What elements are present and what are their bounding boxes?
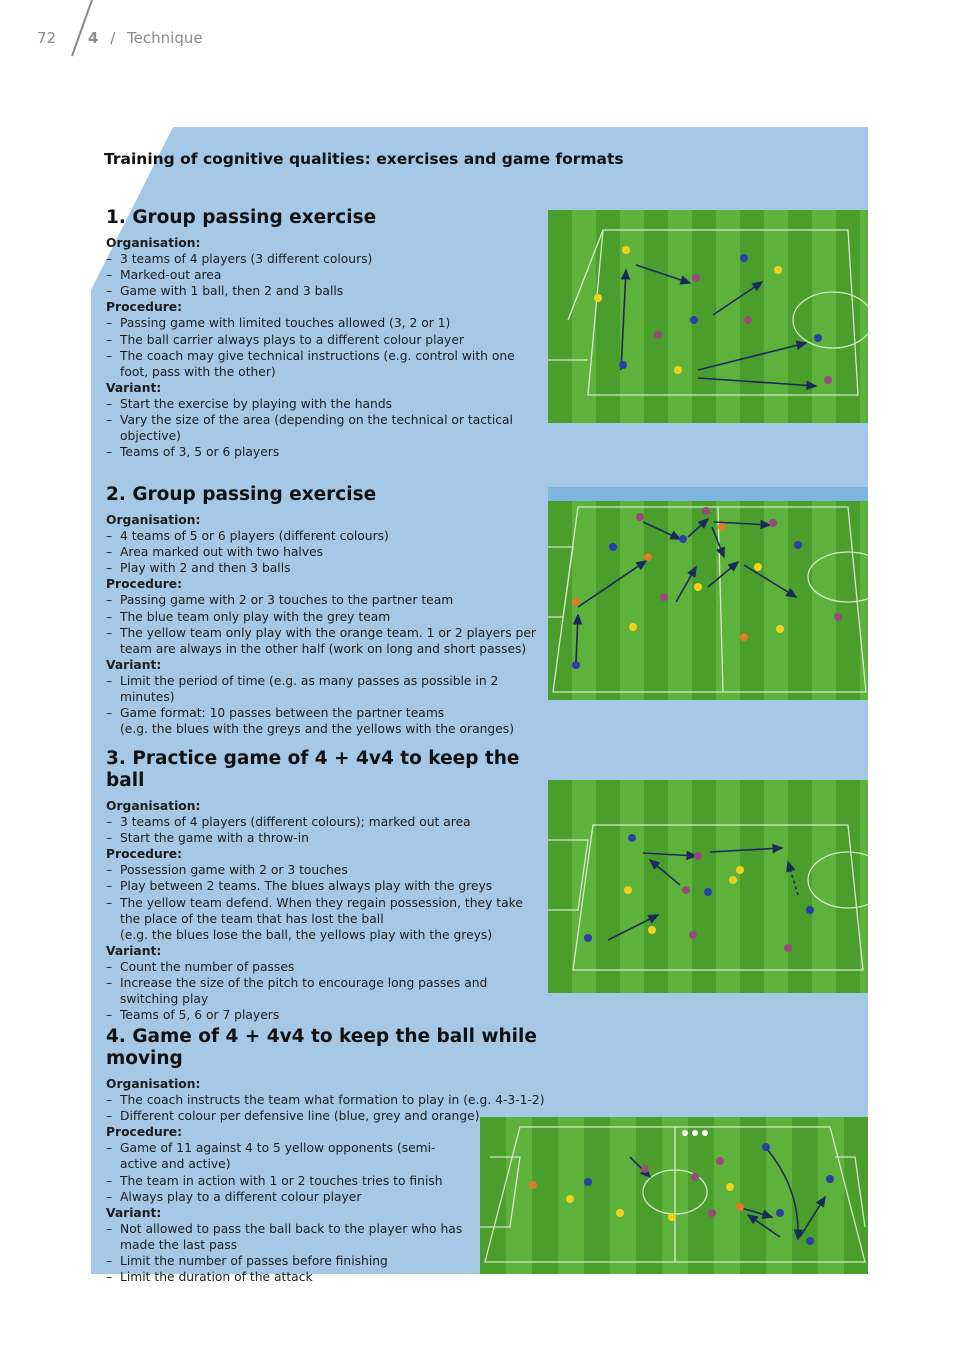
page-header: 72 4 / Technique <box>0 0 959 60</box>
list-item: –The ball carrier always plays to a diff… <box>106 332 464 347</box>
list-item: –Limit the duration of the attack <box>106 1270 313 1285</box>
list-item: –Start the exercise by playing with the … <box>106 396 393 411</box>
chapter-number: 4 <box>88 29 99 47</box>
players <box>594 246 832 384</box>
list-item: –3 teams of 4 players (3 different colou… <box>106 252 373 267</box>
list-item: –Game with 1 ball, then 2 and 3 balls <box>106 284 344 299</box>
group-label: Organisation: <box>106 1077 201 1091</box>
chapter-heading: 4 / Technique <box>88 29 203 47</box>
list-item: (e.g. the blues with the greys and the y… <box>120 722 514 737</box>
section-2: 2. Group passing exercise Organisation: … <box>106 484 546 737</box>
chapter-separator: / <box>110 29 116 47</box>
list-item: –Marked-out area <box>106 268 222 283</box>
group-label: Variant: <box>106 380 162 395</box>
group-label: Procedure: <box>106 577 183 592</box>
pitch-diagram-2 <box>548 487 868 700</box>
group-label: Organisation: <box>106 799 201 813</box>
section-title: 2. Group passing exercise <box>106 484 377 505</box>
list-item: –Start the game with a throw-in <box>106 831 309 846</box>
list-item: –4 teams of 5 or 6 players (different co… <box>106 529 389 544</box>
list-item: –Limit the number of passes before finis… <box>106 1254 388 1269</box>
group-label: Procedure: <box>106 1125 183 1140</box>
list-item: –Limit the period of time (e.g. as many … <box>106 673 499 705</box>
section-body: Organisation: –The coach instructs the t… <box>106 1076 546 1285</box>
group-label: Variant: <box>106 657 162 672</box>
group-label: Procedure: <box>106 300 183 315</box>
section-title: 1. Group passing exercise <box>106 207 377 228</box>
list-item: (e.g. the blues lose the ball, the yello… <box>120 927 493 942</box>
list-item: –Game format: 10 passes between the part… <box>106 706 445 721</box>
section-3: 3. Practice game of 4 + 4v4 to keep the … <box>106 748 546 1023</box>
section-title: 4. Game of 4 + 4v4 to keep the ball whil… <box>106 1026 537 1069</box>
list-item: –The coach instructs the team what forma… <box>106 1093 545 1108</box>
list-item: –Teams of 5, 6 or 7 players <box>106 1008 280 1023</box>
list-item: –The yellow team defend. When they regai… <box>106 895 523 926</box>
list-item: –Count the number of passes <box>106 959 295 974</box>
main-title: Training of cognitive qualities: exercis… <box>104 150 624 168</box>
list-item: –3 teams of 4 players (different colours… <box>106 815 471 830</box>
section-1: 1. Group passing exercise Organisation: … <box>106 207 546 460</box>
list-item: –The blue team only play with the grey t… <box>106 609 391 624</box>
header-slash-graphic <box>71 0 93 57</box>
list-item: –Passing game with 2 or 3 touches to the… <box>106 593 454 608</box>
list-item: –Increase the size of the pitch to encou… <box>106 976 488 1007</box>
group-label: Variant: <box>106 943 162 958</box>
list-item: –Play between 2 teams. The blues always … <box>106 879 493 894</box>
group-label: Organisation: <box>106 236 201 250</box>
list-item: –The coach may give technical instructio… <box>106 348 515 379</box>
pitch-diagram-1 <box>548 210 868 423</box>
players <box>529 1130 834 1245</box>
section-title: 3. Practice game of 4 + 4v4 to keep the … <box>106 748 520 791</box>
list-item: –Possession game with 2 or 3 touches <box>106 863 348 878</box>
list-item: –Play with 2 and then 3 balls <box>106 561 291 576</box>
players <box>572 507 842 669</box>
pitch-diagram-4 <box>480 1117 868 1274</box>
list-item: –Teams of 3, 5 or 6 players <box>106 445 280 460</box>
page-number: 72 <box>37 29 57 47</box>
list-item: –Passing game with limited touches allow… <box>106 316 451 331</box>
section-body: Organisation: –3 teams of 4 players (dif… <box>106 798 546 1023</box>
section-body: Organisation: –3 teams of 4 players (3 d… <box>106 235 546 460</box>
chapter-title: Technique <box>127 29 203 47</box>
list-item: –Game of 11 against 4 to 5 yellow oppone… <box>106 1141 436 1172</box>
list-item: –Not allowed to pass the ball back to th… <box>106 1221 463 1252</box>
list-item: –Always play to a different colour playe… <box>106 1189 362 1204</box>
list-item: –The team in action with 1 or 2 touches … <box>106 1173 443 1188</box>
players <box>584 834 814 952</box>
group-label: Organisation: <box>106 513 201 527</box>
section-4: 4. Game of 4 + 4v4 to keep the ball whil… <box>106 1026 606 1285</box>
list-item: –The yellow team only play with the oran… <box>106 625 536 656</box>
pitch-diagram-3 <box>548 780 868 993</box>
list-item: –Vary the size of the area (depending on… <box>106 413 513 444</box>
section-body: Organisation: –4 teams of 5 or 6 players… <box>106 512 546 737</box>
list-item: –Area marked out with two halves <box>106 545 324 560</box>
group-label: Procedure: <box>106 847 183 862</box>
group-label: Variant: <box>106 1205 162 1220</box>
list-item: –Different colour per defensive line (bl… <box>106 1109 480 1124</box>
